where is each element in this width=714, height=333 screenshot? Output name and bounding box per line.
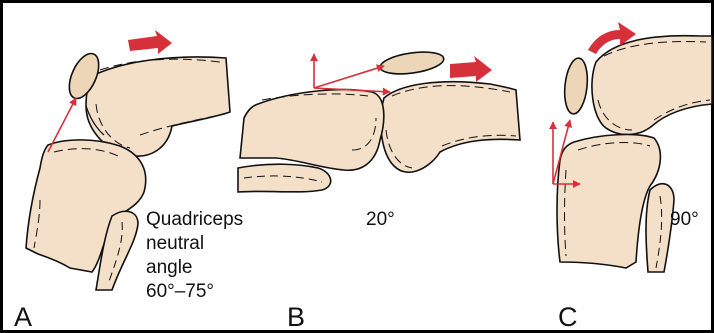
panel-a-femur xyxy=(86,57,230,156)
panel-a-glide-arrow xyxy=(128,30,172,54)
panel-c-patella xyxy=(562,57,590,115)
panel-a-letter: A xyxy=(14,304,32,331)
panel-b-femur xyxy=(381,82,520,172)
panel-a-angle-line-2: neutral xyxy=(146,232,204,255)
panel-c-drawing xyxy=(553,22,712,272)
panel-b-patella xyxy=(379,49,445,78)
panel-b-drawing xyxy=(238,49,520,192)
panel-c-angle: 90° xyxy=(670,208,699,231)
panel-b-letter: B xyxy=(287,304,305,331)
panel-b-glide-arrow xyxy=(450,56,492,82)
panel-b-resultant-vector xyxy=(314,66,384,88)
panel-c-tibia xyxy=(557,135,660,268)
panel-c-femur xyxy=(592,36,712,135)
panel-a-angle-line-4: 60°–75° xyxy=(146,280,214,303)
panel-b-fibula xyxy=(238,164,331,192)
panel-a-angle-line-1: Quadriceps xyxy=(146,208,243,231)
panel-a-angle-line-3: angle xyxy=(146,256,193,279)
panel-b-tibia xyxy=(240,90,384,171)
panel-c-letter: C xyxy=(558,304,578,331)
panel-b-angle: 20° xyxy=(366,208,395,231)
